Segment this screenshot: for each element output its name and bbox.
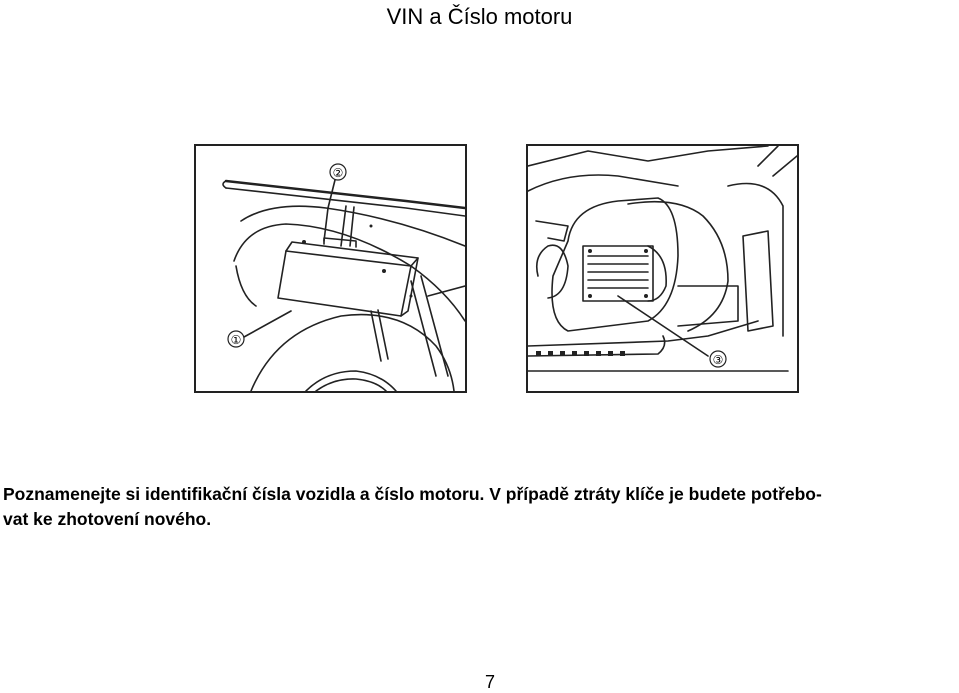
vin-location-illustration: ① ② — [194, 144, 467, 393]
callout-2: ② — [333, 166, 344, 180]
callout-3: ③ — [713, 353, 724, 367]
page-number: 7 — [484, 672, 495, 692]
body-paragraph: Poznamenejte si identifikační čísla vozi… — [3, 482, 956, 532]
engine-number-illustration: ③ — [526, 144, 799, 393]
body-line-1: Poznamenejte si identifikační čísla vozi… — [3, 484, 822, 504]
body-line-2: vat ke zhotovení nového. — [3, 509, 212, 529]
page-title: VIN a Číslo motoru — [386, 4, 573, 29]
callout-1: ① — [231, 333, 242, 347]
